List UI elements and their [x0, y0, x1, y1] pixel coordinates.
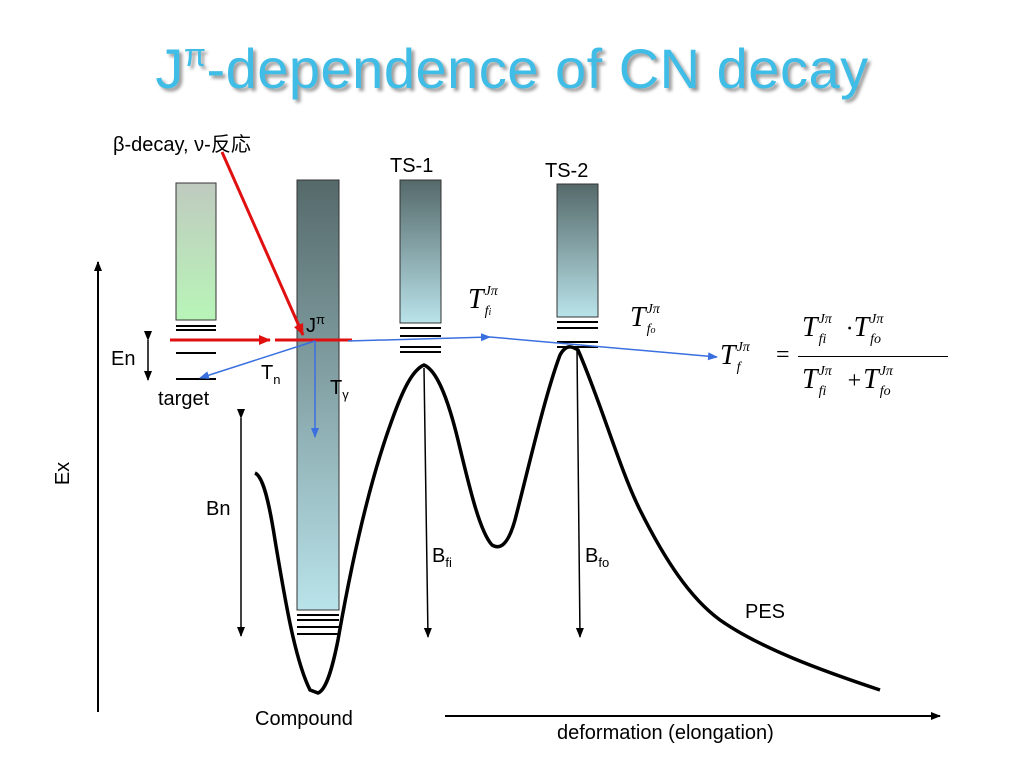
beta-decay-arrow	[220, 151, 305, 336]
page-title: Jπ-dependence of CN decay	[155, 37, 869, 100]
formula-fraction-bar	[798, 356, 948, 357]
pes-label: PES	[745, 601, 786, 623]
bfo-label: Bfo	[585, 545, 610, 570]
ts2-label: TS-2	[545, 160, 589, 182]
formula-equals: =	[776, 342, 790, 368]
en-label: En	[111, 348, 136, 370]
tn-arrow	[199, 340, 316, 380]
beta-decay-label: β-decay, ν-反応	[113, 134, 251, 156]
compound-label: Compound	[255, 708, 353, 730]
ts2-level-bar	[556, 183, 599, 318]
bfi-label: Bfi	[432, 545, 452, 570]
tn-label: Tn	[261, 362, 281, 387]
bfi-arrow	[423, 367, 432, 638]
deformation-axis-label: deformation (elongation)	[557, 722, 774, 744]
ts1-level-bar	[399, 179, 442, 324]
pes-curve	[254, 345, 881, 695]
bfo-arrow	[575, 349, 584, 638]
tfo-arrow	[489, 336, 718, 361]
ex-axis-label: Ex	[52, 461, 75, 486]
jpi-label: Jπ	[306, 312, 325, 337]
tfi-arrow	[347, 333, 491, 342]
target-level-bar	[175, 182, 217, 321]
target-label: target	[158, 388, 210, 410]
ts1-label: TS-1	[390, 155, 434, 177]
compound-level-bar	[296, 179, 340, 611]
bn-label: Bn	[206, 498, 231, 520]
tgamma-label: Tγ	[330, 377, 349, 402]
